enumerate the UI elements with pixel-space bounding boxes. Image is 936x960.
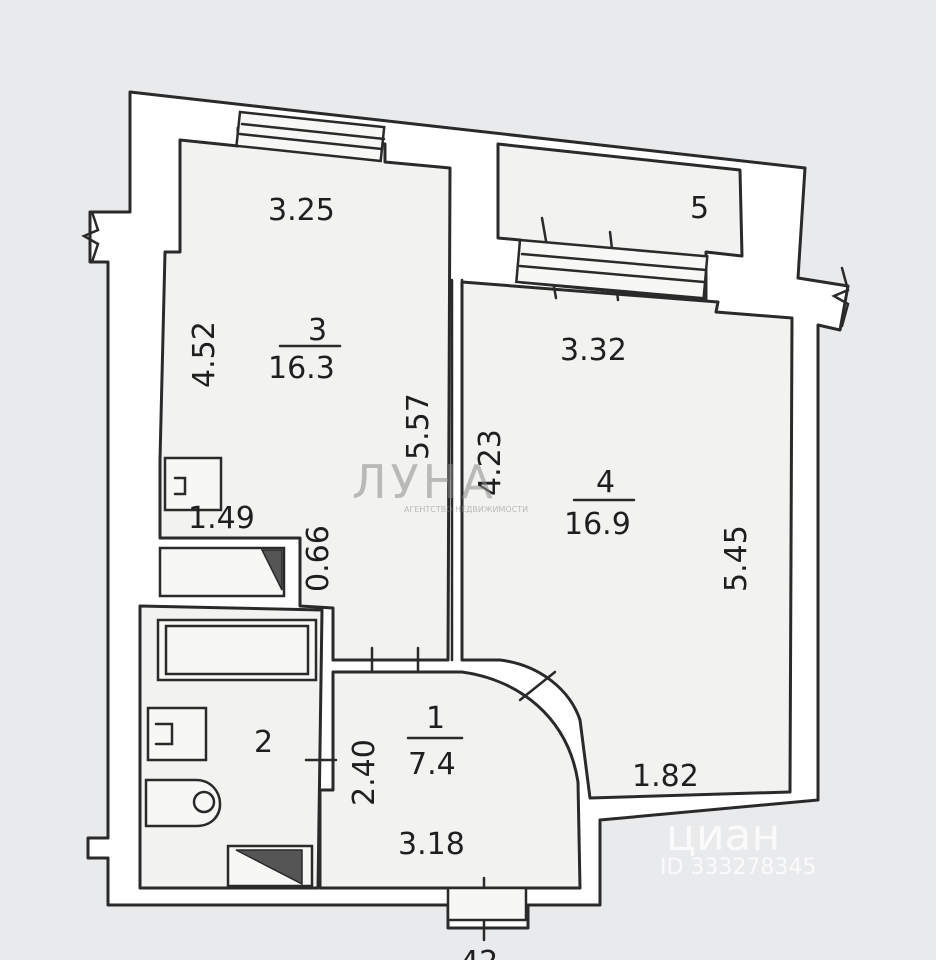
windows [235,110,709,922]
room-3-area: 16.3 [268,351,335,386]
room-4-number: 4 [596,465,615,500]
room-3-right-length: 5.57 [401,393,436,460]
portal-logo: циан [666,810,780,861]
room-4-width: 3.32 [560,333,627,368]
wall-break-symbol [81,210,100,264]
agency-subtitle: АГЕНТСТВО НЕДВИЖИМОСТИ [404,505,528,514]
bottom-partial-dimension: 42 [460,945,498,960]
window-pane-line [240,122,386,141]
counter-shading [260,549,283,591]
hall-width: 3.18 [398,827,465,862]
window-room-4 [514,238,709,300]
room-3-width: 3.25 [268,193,335,228]
entrance-frame [446,886,528,922]
fixtures [144,456,318,888]
room-4-left-length: 4.23 [473,429,508,496]
room-3-niche-depth: 0.66 [301,525,336,592]
window-pane-line [518,264,706,284]
kitchen-counter [158,546,286,598]
room-2-number: 2 [254,725,273,760]
room-1-number: 1 [426,701,445,736]
room-4-floor [460,280,794,800]
door-mark [518,670,557,702]
listing-id: ID 333278345 [660,855,816,880]
window-room-3 [235,110,386,163]
bathtub-inner [164,624,310,676]
room-3-number: 3 [308,313,327,348]
sink-fixture-line [154,722,174,746]
room-4-area: 16.9 [564,507,631,542]
room-4-right-length: 5.45 [719,525,754,592]
room-labels: 3.25 4.52 3 16.3 5.57 1.49 0.66 5 3.32 4… [187,191,754,960]
room-1-area: 7.4 [408,747,456,782]
room-5-number: 5 [690,191,709,226]
hall-height: 2.40 [347,739,382,806]
niche-cabinet [163,456,223,512]
window-pane-line [520,252,708,272]
niche-fixture-line [173,476,187,496]
wall-break-symbol [831,266,850,328]
agency-logo: ЛУНА [352,455,497,509]
room-4-bottom-width: 1.82 [632,759,699,794]
washer-shading [235,849,303,886]
room-3-niche-width: 1.49 [188,501,255,536]
room-3-left-length: 4.52 [187,321,222,388]
toilet-bowl [192,790,216,814]
window-pane-line [238,132,384,151]
sink-cabinet [146,706,208,762]
watermarks: ЛУНА АГЕНТСТВО НЕДВИЖИМОСТИ циан ID 3332… [352,455,816,880]
